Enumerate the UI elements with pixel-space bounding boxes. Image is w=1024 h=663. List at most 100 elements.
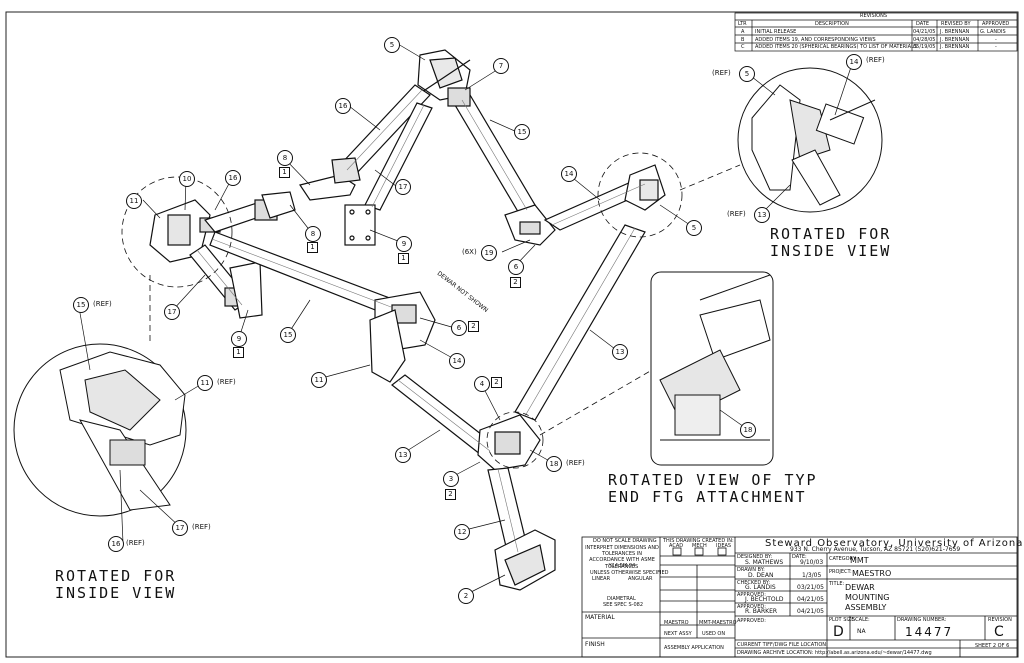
- rev-row-b-by: J. BRENNAN: [940, 37, 970, 43]
- tb-archive: DRAWING ARCHIVE LOCATION: http://abell.a…: [737, 650, 932, 656]
- balloon-6-right: 6: [508, 259, 524, 275]
- rev-row-c-appr: -: [995, 44, 997, 50]
- tb-see-spec: SEE SPEC S-082: [603, 602, 644, 608]
- tb-mmt-maestro: MMT-MAESTRO: [699, 620, 737, 626]
- balloon-8-left: 8: [305, 226, 321, 242]
- tb-title: DEWAR MOUNTING ASSEMBLY: [845, 583, 890, 612]
- balloon-5-detail: 5: [739, 66, 755, 82]
- balloon-5-top: 5: [384, 37, 400, 53]
- tb-title-lbl: TITLE:: [829, 581, 845, 587]
- tb-scale-lbl: SCALE:: [852, 617, 870, 623]
- tb-approved-lbl-3: APPROVED:: [737, 618, 766, 624]
- tb-designed-by: S. MATHEWS: [745, 559, 784, 566]
- tb-designed-lbl: DESIGNED BY:: [737, 554, 773, 560]
- ref-6-detail: (REF): [126, 539, 145, 547]
- ref-15-detail: (REF): [93, 300, 112, 308]
- balloon-17-detail: 17: [172, 520, 188, 536]
- revisions-title: REVISIONS: [860, 13, 888, 19]
- rev-row-b-appr: -: [995, 37, 997, 43]
- balloon-17-center: 17: [395, 179, 411, 195]
- ref-11-detail: (REF): [217, 378, 236, 386]
- tb-assembly-app: ASSEMBLY APPLICATION: [664, 645, 724, 651]
- rev-row-c-ltr: C: [741, 44, 745, 50]
- tb-drawn-lbl: DRAWN BY:: [737, 567, 765, 573]
- balloon-4: 4: [474, 376, 490, 392]
- tb-finish: FINISH: [585, 641, 605, 648]
- tb-approved-2-date: 04/21/05: [797, 608, 824, 615]
- caption-left-view: ROTATED FOR INSIDE VIEW: [55, 567, 177, 602]
- tb-plot-size-lbl: PLOT SIZE: [829, 617, 855, 623]
- tb-drawing-no: 14477: [905, 625, 954, 639]
- caption-end-view: ROTATED VIEW OF TYP END FTG ATTACHMENT: [608, 471, 818, 506]
- six-x-19: (6X): [462, 248, 477, 256]
- balloon-5-right: 5: [686, 220, 702, 236]
- rev-row-c-desc: ADDED ITEMS 20 (SPHERICAL BEARINGS) TO L…: [755, 44, 917, 50]
- tb-drawn-date: 1/3/05: [802, 572, 822, 579]
- tb-project-lbl: PROJECT:: [829, 569, 852, 575]
- tb-approved-1: J. BECHTOLD: [745, 596, 784, 603]
- tb-do-not-scale: DO NOT SCALE DRAWING: [593, 538, 657, 544]
- tb-interpret: INTERPRET DIMENSIONS AND TOLERANCES IN A…: [585, 545, 659, 569]
- qty-box-9-left: 1: [233, 347, 244, 358]
- detail-end-fitting-frame: [650, 271, 774, 466]
- tb-checked-by: G. LANDIS: [745, 584, 776, 591]
- balloon-7: 7: [493, 58, 509, 74]
- rev-row-c-date: 05/19/05: [913, 44, 936, 50]
- tb-created-in: THIS DRAWING CREATED IN:: [663, 538, 734, 544]
- rev-row-a-appr: G. LANDIS: [980, 29, 1006, 35]
- tb-unless: UNLESS OTHERWISE SPECIFIED: [590, 570, 669, 576]
- balloon-15-detail: 15: [73, 297, 89, 313]
- balloon-2: 2: [458, 588, 474, 604]
- tb-date: 9/10/03: [800, 559, 824, 566]
- tb-linear: LINEAR: [592, 576, 611, 582]
- tb-category-lbl: CATEGORY:: [829, 556, 857, 562]
- tb-scale: NA: [857, 628, 866, 635]
- ref-5-detail: (REF): [712, 69, 731, 77]
- rev-row-c-by: J. BRENNAN: [940, 44, 970, 50]
- qty-box-9-center: 1: [398, 253, 409, 264]
- tb-ideas: IDEAS: [716, 543, 732, 549]
- balloon-18-detail: 18: [740, 422, 756, 438]
- balloon-11-center: 11: [311, 372, 327, 388]
- rev-header-ltr: LTR: [738, 21, 747, 27]
- rev-header-revby: REVISED BY: [941, 21, 971, 27]
- main-assembly: [149, 49, 666, 591]
- balloon-16-top: 16: [335, 98, 351, 114]
- rev-row-b-desc: ADDED ITEMS 19, AND CORRESPONDING VIEWS: [755, 37, 876, 43]
- tb-approved-2: R. BARKER: [745, 608, 778, 615]
- qty-box-3: 2: [445, 489, 456, 500]
- rev-row-a-ltr: A: [741, 29, 745, 35]
- tb-used-on: USED ON: [702, 631, 726, 637]
- rev-header-desc: DESCRIPTION: [815, 21, 849, 27]
- rev-row-a-date: 04/21/05: [913, 29, 936, 35]
- tb-revision-lbl: REVISION: [988, 617, 1012, 623]
- tb-plot-size: D: [833, 624, 844, 640]
- ref-14-detail: (REF): [866, 56, 885, 64]
- tb-revision: C: [994, 624, 1004, 640]
- tb-checked-lbl: CHECKED BY:: [737, 580, 771, 586]
- ref-13-detail: (REF): [727, 210, 746, 218]
- tb-drawn-by: D. DEAN: [748, 572, 774, 579]
- balloon-15-center: 15: [280, 327, 296, 343]
- qty-box-6-right: 2: [510, 277, 521, 288]
- tb-maestro: MAESTRO: [664, 620, 689, 626]
- balloon-15-top: 15: [514, 124, 530, 140]
- qty-box-6-center: 2: [468, 321, 479, 332]
- tb-mech: MECH: [692, 543, 707, 549]
- tb-date-lbl: DATE:: [792, 554, 807, 560]
- balloon-13-right: 13: [612, 344, 628, 360]
- rev-row-b-date: 04/28/05: [913, 37, 936, 43]
- tb-next-assy: NEXT ASSY: [664, 631, 692, 637]
- rev-header-date: DATE: [916, 21, 930, 27]
- tb-sheet: SHEET 2 OF 6: [975, 643, 1010, 649]
- balloon-6-center: 6: [451, 320, 467, 336]
- balloon-11-left: 11: [126, 193, 142, 209]
- tb-acad: ACAD: [669, 543, 684, 549]
- tb-drawing-no-lbl: DRAWING NUMBER:: [897, 617, 947, 623]
- tb-approved-1-date: 04/21/05: [797, 596, 824, 603]
- tb-approved-lbl-1: APPROVED:: [737, 592, 766, 598]
- balloon-10: 10: [179, 171, 195, 187]
- ref-18: (REF): [566, 459, 585, 467]
- balloon-16-left: 16: [225, 170, 241, 186]
